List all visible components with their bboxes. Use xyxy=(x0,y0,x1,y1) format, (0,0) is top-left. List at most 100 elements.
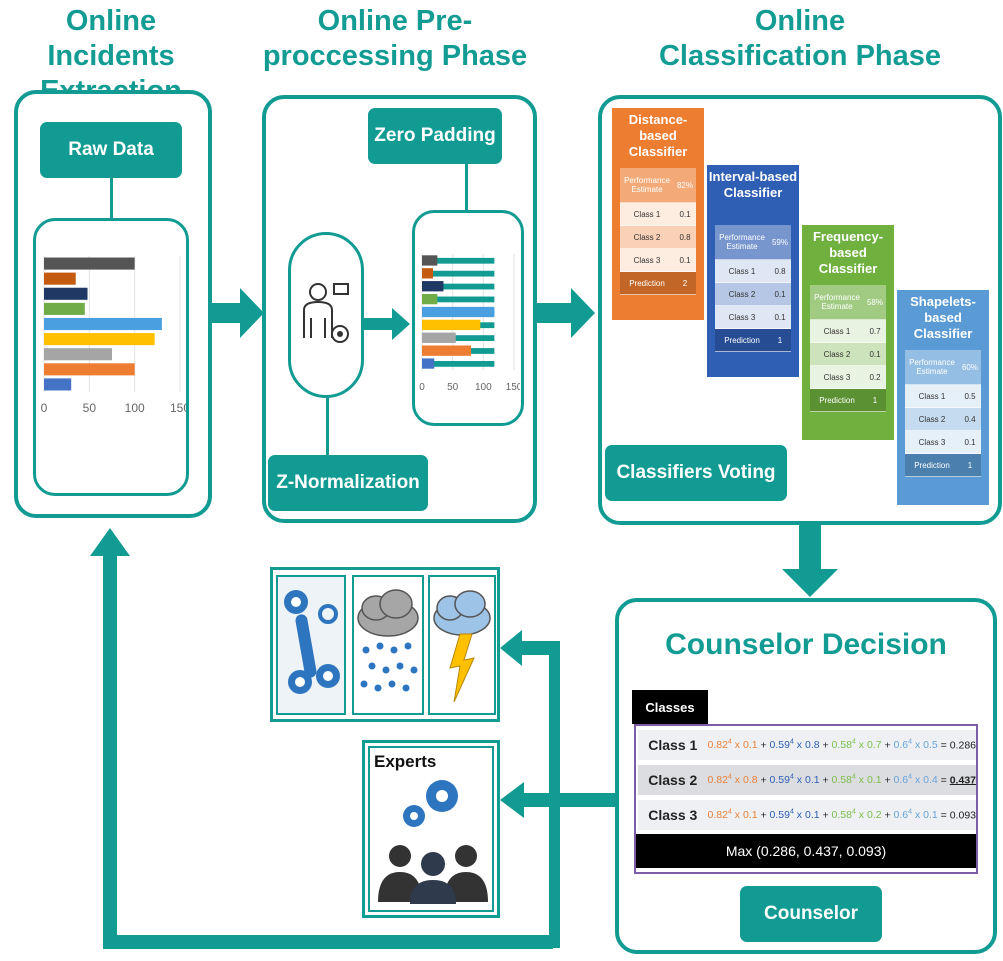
arrow-feedback-to-extraction xyxy=(90,528,553,949)
classifier-cell-label: Prediction xyxy=(724,335,760,345)
bar xyxy=(422,281,444,292)
counselor-label: Counselor xyxy=(740,886,882,942)
classifier-cell-value: 0.8 xyxy=(679,232,691,242)
classification-title-line2: Classification Phase xyxy=(658,40,942,72)
classifier-cell-label: Class 2 xyxy=(633,232,661,242)
preprocessing-title-line2: proccessing Phase xyxy=(262,40,528,72)
bar xyxy=(44,333,155,346)
zero-pad-bar xyxy=(422,296,495,303)
formula-result: 0.286 xyxy=(949,739,976,752)
classifier-table-row: Class 1 0.7 xyxy=(810,320,886,343)
classifier-name-line1: Shapelets- xyxy=(910,294,976,309)
classifier-cell-label: Class 3 xyxy=(918,437,946,447)
formula-term: 0.824 x 0.1 xyxy=(707,738,758,752)
classifier-table-row: Class 3 0.1 xyxy=(905,431,981,454)
formula-term: 0.584 x 0.1 xyxy=(831,773,882,787)
classifier-cell-value: 60% xyxy=(961,362,978,372)
classifier-table-row: Class 1 0.5 xyxy=(905,385,981,408)
classifier-cell-label: Class 1 xyxy=(918,391,946,401)
classifier-name-line2: Classifier xyxy=(628,144,688,159)
classifier-cell-label: Class 1 xyxy=(728,266,756,276)
classifier-cell-value: 1 xyxy=(967,460,973,470)
x-tick-label: 150 xyxy=(506,382,520,393)
bar xyxy=(44,287,88,300)
classifier-cell-value: 0.7 xyxy=(869,326,881,336)
classifier-cell-value: 0.1 xyxy=(774,312,786,322)
experts-group-icon xyxy=(378,780,488,904)
classification-phase-title: Online Classification Phase xyxy=(640,4,960,74)
bar xyxy=(44,348,112,361)
bar xyxy=(422,293,438,305)
max-bar: Max (0.286, 0.437, 0.093) xyxy=(636,834,976,868)
classification-title-line1: Online xyxy=(754,5,846,37)
zero-padding-label: Zero Padding xyxy=(368,108,502,164)
formula-term: 0.64 x 0.5 xyxy=(893,738,938,752)
connector-line xyxy=(326,398,329,456)
classifier-cell-value: 0.1 xyxy=(679,209,691,219)
formula-term: 0.64 x 0.4 xyxy=(893,773,938,787)
bar xyxy=(44,378,72,391)
classifier-name-line1: Distance-based xyxy=(628,112,688,143)
arrow-classification-to-counselor xyxy=(782,525,838,597)
connector-line xyxy=(465,164,468,212)
classifier-name: Shapelets-based Classifier xyxy=(897,290,989,342)
connector-line xyxy=(110,178,113,220)
classifier-cell-value: 0.1 xyxy=(964,437,976,447)
classifier-cell-label: Performance Estimate xyxy=(719,233,765,251)
classifier-cell-value: 0.1 xyxy=(774,289,786,299)
storm-cloud-icon xyxy=(433,590,491,703)
classifier-name-line2: based Classifier xyxy=(818,245,878,276)
normalization-icon-circle xyxy=(288,232,364,398)
classifier-cell-label: Class 2 xyxy=(823,349,851,359)
classifier-name-line1: Frequency- xyxy=(812,229,884,244)
formula-row: Class 3 0.824 x 0.1 + 0.594 x 0.1 + 0.584… xyxy=(638,800,976,830)
rain-cloud-icon xyxy=(357,589,419,692)
classifier-cell-value: 0.1 xyxy=(869,349,881,359)
classifier-cell-label: Performance Estimate xyxy=(624,176,670,194)
x-tick-label: 100 xyxy=(125,401,145,415)
zero-pad-bar xyxy=(422,360,495,367)
classifier-cell-value: 0.5 xyxy=(964,391,976,401)
classifier-cell-value: 58% xyxy=(866,297,883,307)
preprocessing-phase-title: Online Pre- proccessing Phase xyxy=(250,4,540,74)
classifier-table-row: Class 3 0.1 xyxy=(715,306,791,329)
bar xyxy=(44,317,162,331)
formula-term: 0.584 x 0.2 xyxy=(831,808,882,822)
formula-class-label: Class 2 xyxy=(648,772,698,788)
bar xyxy=(422,358,435,369)
normalization-person-icon xyxy=(303,283,349,343)
x-tick-label: 50 xyxy=(83,401,97,415)
experts-label: Experts xyxy=(374,752,437,771)
x-tick-label: 50 xyxy=(447,382,459,393)
classifier-cell-label: Class 3 xyxy=(728,312,756,322)
formula-class-label: Class 3 xyxy=(648,807,698,823)
zero-pad-bar xyxy=(422,270,495,277)
arrow-preprocessing-to-classification xyxy=(535,288,595,338)
preprocessing-title-line1: Online Pre- xyxy=(317,5,473,37)
bar xyxy=(422,268,434,279)
classifier-cell-label: Class 1 xyxy=(633,209,661,219)
formula-expression: 0.824 x 0.1 + 0.594 x 0.1 + 0.584 x 0.2 … xyxy=(707,808,976,822)
classifier-cell-label: Class 1 xyxy=(823,326,851,336)
zero-pad-bar xyxy=(422,283,495,290)
formula-result: 0.437 xyxy=(949,774,976,787)
arrow-counselor-to-alerts xyxy=(500,630,560,948)
formula-term: 0.584 x 0.7 xyxy=(831,738,882,752)
classifier-cell-label: Prediction xyxy=(629,278,665,288)
